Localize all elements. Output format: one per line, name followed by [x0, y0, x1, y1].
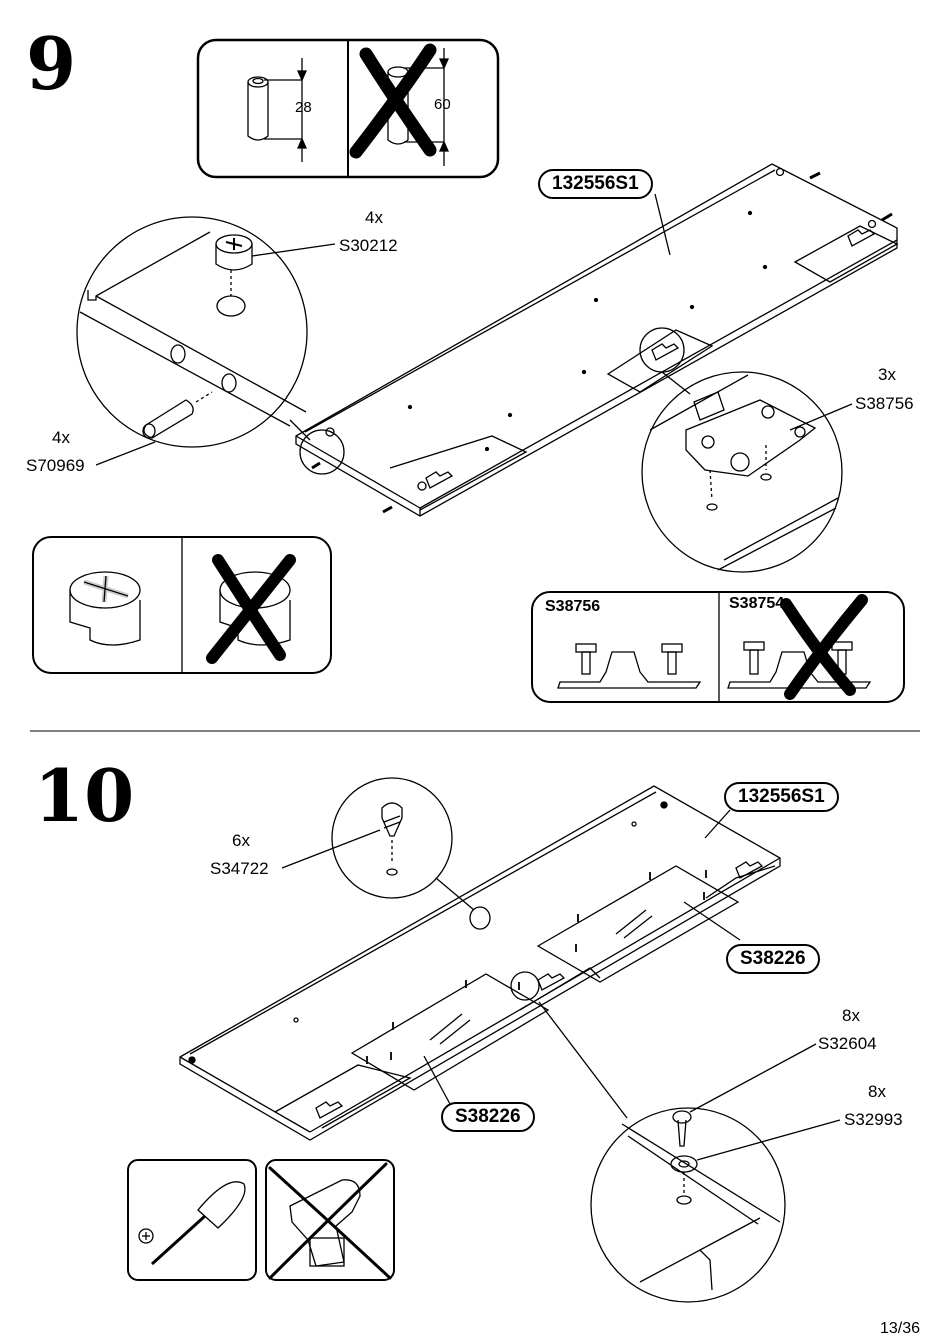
compare-ok-code: S38756 — [545, 598, 601, 615]
plate-ok-icon — [557, 643, 702, 689]
panel-code-step10: 132556S1 — [724, 782, 839, 812]
plate-wrong-icon — [727, 594, 872, 700]
cam-ok-icon — [69, 571, 141, 646]
dowel-quantity: 4x — [52, 428, 70, 447]
cam-quantity: 4x — [365, 208, 383, 227]
dowel-size-box — [196, 38, 500, 179]
dowel-bad-length: 60 — [434, 96, 451, 113]
dowel-ok-length: 28 — [295, 99, 312, 116]
power-drill-icon — [268, 1162, 392, 1280]
screwdriver-box — [127, 1159, 257, 1281]
zoom-circle-plate — [641, 371, 853, 573]
power-drill-box — [265, 1159, 395, 1281]
leader-mirror-top — [683, 901, 741, 941]
leader-panel-step9 — [654, 193, 671, 256]
plate-code: S38756 — [855, 394, 914, 413]
zoom-circle-screw-washer — [538, 1001, 841, 1303]
cam-wrong-icon — [206, 554, 296, 664]
dowel-28-icon — [247, 58, 308, 162]
cam-lock-icon — [215, 234, 253, 271]
panel-132556S1-step10 — [179, 785, 781, 1141]
screw-quantity: 6x — [232, 831, 250, 850]
step-9-number: 9 — [26, 21, 77, 106]
screw2-code: S32604 — [818, 1034, 877, 1053]
dowel-60-icon — [349, 43, 450, 166]
washer-quantity: 8x — [868, 1082, 886, 1101]
mirror-code-top: S38226 — [726, 944, 820, 974]
plate-quantity: 3x — [878, 365, 896, 384]
leader-mirror-bottom — [423, 1055, 451, 1105]
panel-code-step9: 132556S1 — [538, 169, 653, 199]
leader-panel-step10 — [704, 809, 731, 839]
mirror-panel-lower — [350, 973, 550, 1091]
screw-code: S34722 — [210, 859, 269, 878]
screw2-quantity: 8x — [842, 1006, 860, 1025]
compare-bad-code: S38754 — [729, 595, 785, 612]
dowel-icon — [142, 399, 194, 439]
mirror-panel-upper — [536, 865, 740, 983]
zoom-circle-cam-dowel — [76, 216, 336, 466]
panel-132556S1-step9 — [295, 163, 899, 517]
mirror-code-bottom: S38226 — [441, 1102, 535, 1132]
screwdriver-icon — [138, 1181, 246, 1266]
cam-orientation-box — [32, 536, 332, 674]
washer-code: S32993 — [844, 1110, 903, 1129]
step-10-number: 10 — [34, 753, 135, 838]
zoom-circle-mirror-screw — [281, 777, 475, 911]
cam-code: S30212 — [339, 236, 398, 255]
dowel-code: S70969 — [26, 456, 85, 475]
page-number: 13/36 — [879, 1320, 920, 1337]
plate-comparison-box — [531, 591, 905, 703]
